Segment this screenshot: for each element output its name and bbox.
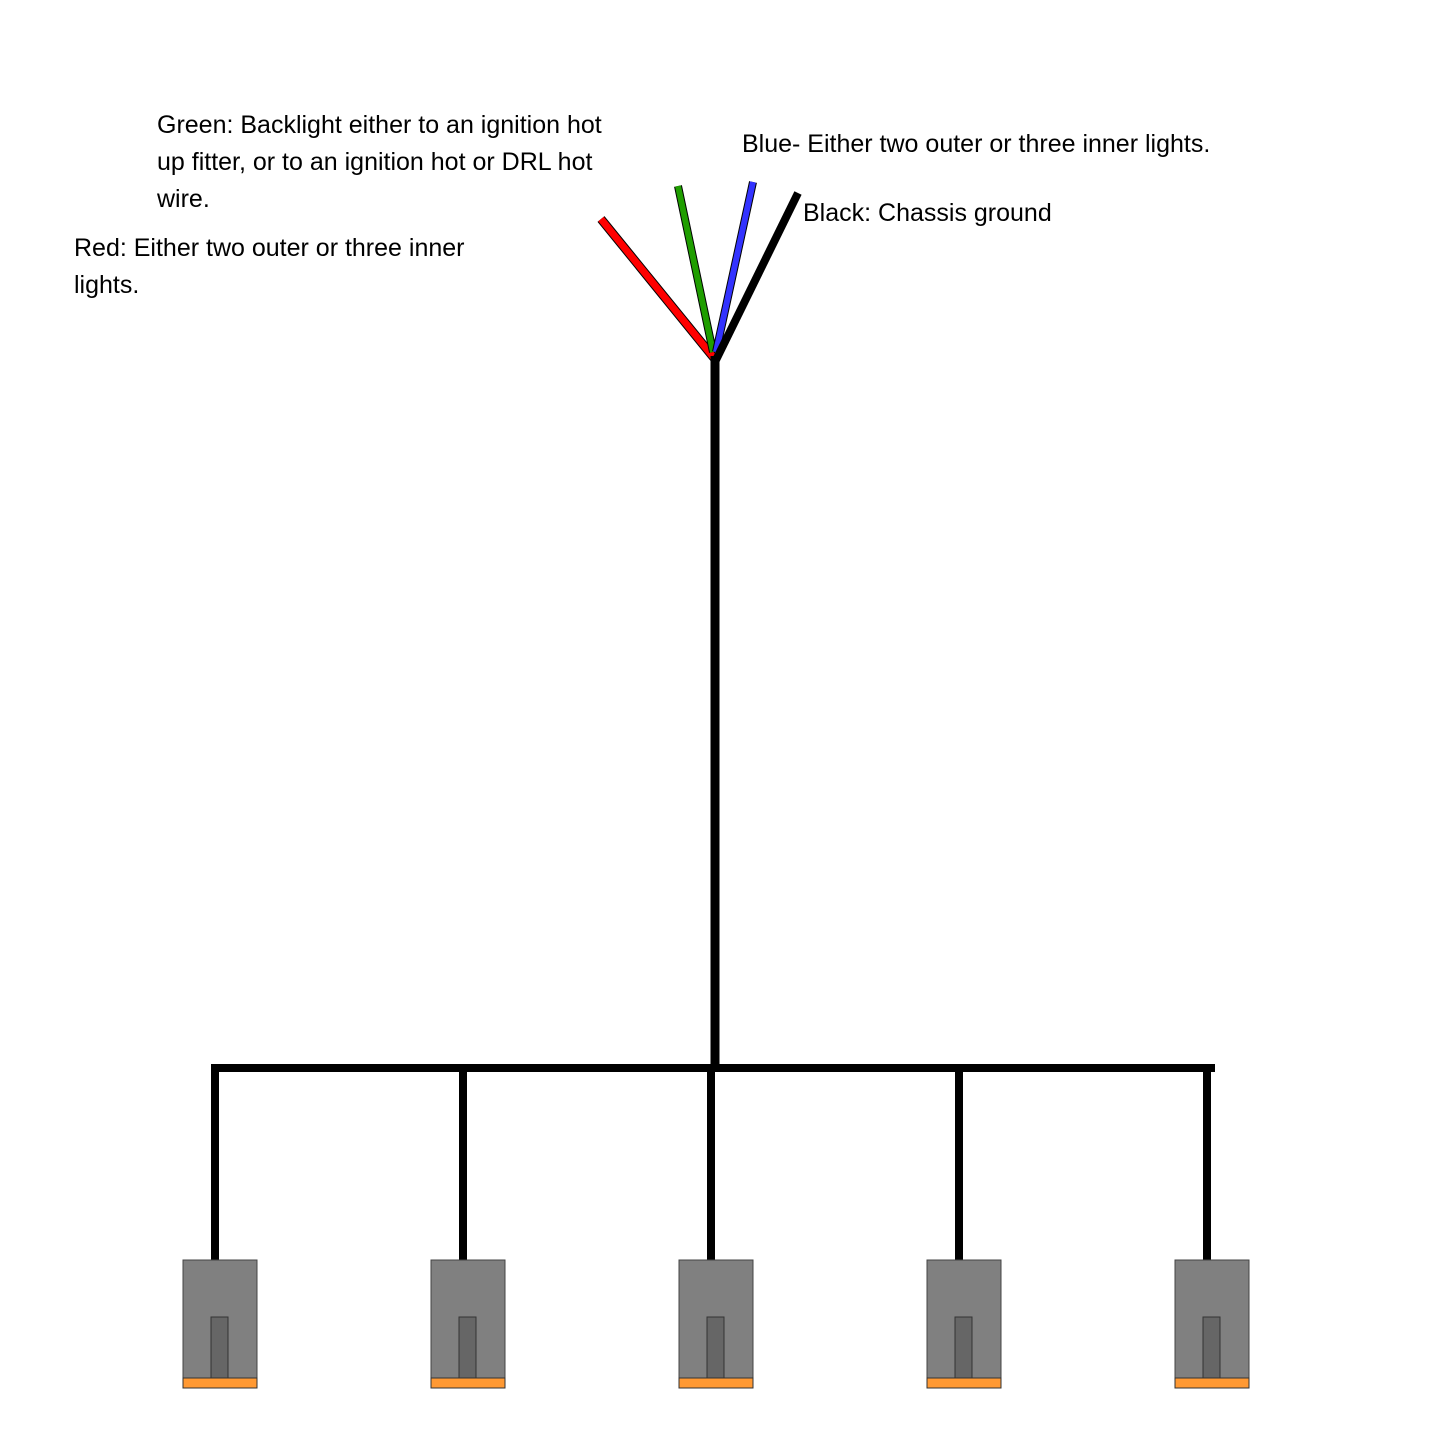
connector-slot [210, 1316, 229, 1379]
connector-seal [678, 1377, 754, 1389]
black-wire-label: Black: Chassis ground [803, 199, 1052, 227]
black-wire [712, 191, 802, 362]
green-wire-label: Green: Backlight either to an ignition h… [157, 111, 602, 213]
green-wire-fill [675, 185, 716, 353]
blue-wire-label: Blue- Either two outer or three inner li… [742, 130, 1211, 158]
red-wire-fill [598, 216, 717, 361]
connector-seal [182, 1377, 258, 1389]
connector-slot [1202, 1316, 1221, 1379]
connector-seal [926, 1377, 1002, 1389]
connector-slot [458, 1316, 477, 1379]
connector-seal [430, 1377, 506, 1389]
red-wire-label: Red: Either two outer or three inner lig… [74, 234, 465, 299]
connector-seal [1174, 1377, 1250, 1389]
connector-slot [954, 1316, 973, 1379]
blue-wire-fill [713, 181, 756, 353]
connector-slot [706, 1316, 725, 1379]
